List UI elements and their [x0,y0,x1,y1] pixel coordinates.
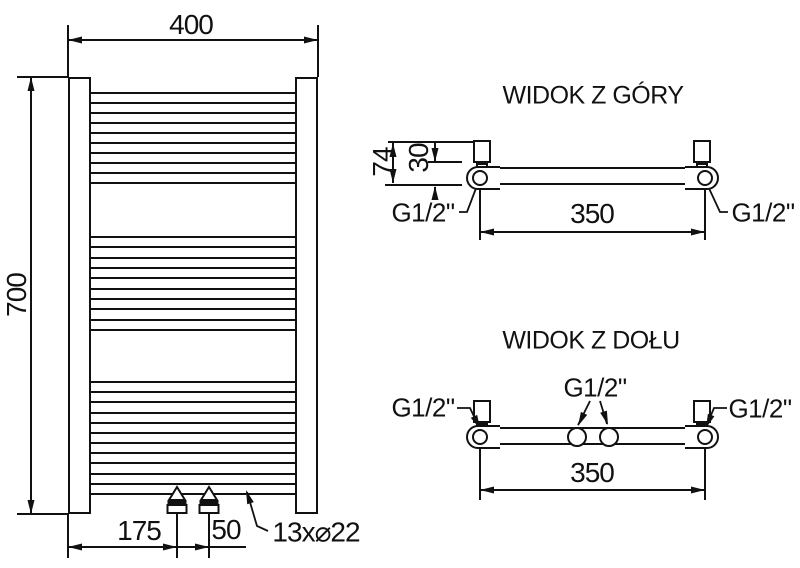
dimension-label-350-bottom: 350 [570,457,615,488]
bottom-view-title: WIDOK Z DOŁU [502,326,680,355]
rung-line [91,308,295,310]
leader-center-conn-left [577,400,591,426]
top-view-right-connection-label: G1/2" [731,197,795,228]
rung-line [91,246,295,248]
bottom-view-body-bar [480,427,702,445]
rung-line [91,329,295,331]
valve-stem-right [208,513,210,558]
rung-line [91,462,295,464]
bottom-view-left-connection-label: G1/2" [391,392,455,423]
valve-stem-left [176,513,178,558]
bottom-view-left-bracket [473,400,491,423]
rung-line [91,257,295,259]
top-view-title: WIDOK Z GÓRY [502,81,684,110]
extension-line-350top-right [704,190,706,240]
top-view-left-connection-label: G1/2" [391,197,455,228]
top-view-right-bracket [693,140,711,163]
extension-line-350bot-left [479,446,481,500]
dimension-label-175: 175 [117,515,162,546]
bottom-view-center-connection-label: G1/2" [563,372,627,403]
dimension-label-700: 700 [1,273,32,317]
top-view-wall-line [388,141,491,143]
rung-line [91,132,295,134]
rung-line [91,381,295,383]
rung-line [91,182,295,184]
rung-line [91,432,295,434]
leader-topview-left-conn [459,182,479,213]
rung-line [91,152,295,154]
bottom-view-right-connection-label: G1/2" [728,393,792,424]
rung-line [91,319,295,321]
rung-line [91,277,295,279]
dimension-label-400: 400 [169,9,214,40]
top-view-body-bar [480,167,702,185]
arrow-center-conn-right [600,410,608,425]
extension-line-350bot-right [704,446,706,500]
extension-line-400-left [67,25,69,77]
rung-line [91,483,295,485]
leader-center-conn-right [599,400,608,425]
rung-line [91,142,295,144]
rung-line [91,102,295,104]
extension-line-700-top [17,76,68,78]
rung-line [91,112,295,114]
dimension-label-30: 30 [403,143,434,173]
rung-line [91,442,295,444]
extension-line-700-bottom [17,513,68,515]
rung-line [91,288,295,290]
dimension-line-700 [30,77,32,514]
rung-line [91,267,295,269]
dimension-label-350-top: 350 [570,198,615,229]
rung-line [91,493,295,495]
radiator-rungs [91,0,295,568]
arrow-center-conn-left [578,411,588,426]
dimension-label-74: 74 [367,147,398,177]
bottom-view-right-bracket [693,400,711,423]
extension-line-400-right [317,25,319,77]
dimension-line-400 [68,39,318,41]
extension-line-74-bottom [385,184,462,186]
rung-line [91,391,295,393]
dimension-line-bottom [68,546,246,548]
rung-line [91,473,295,475]
rung-line [91,122,295,124]
radiator-left-rail [68,77,91,514]
rung-line [91,172,295,174]
extension-line-175-left [67,514,69,558]
rung-line [91,422,295,424]
rung-line [91,92,295,94]
extension-line-350top-left [479,190,481,240]
top-view-left-bracket [473,140,491,163]
dimension-line-350-top [480,231,705,233]
tube-count-note: 13x⌀22 [272,516,360,548]
radiator-right-rail [295,77,318,514]
rung-line [91,412,295,414]
extension-line-30 [428,161,462,163]
rung-line [91,236,295,238]
dimension-label-50: 50 [211,514,241,545]
rung-line [91,401,295,403]
rung-line [91,162,295,164]
dimension-line-74 [392,143,394,183]
dimension-line-350-bottom [480,489,705,491]
leader-topview-right-conn [706,183,728,213]
rung-line [91,452,295,454]
rung-line [91,298,295,300]
